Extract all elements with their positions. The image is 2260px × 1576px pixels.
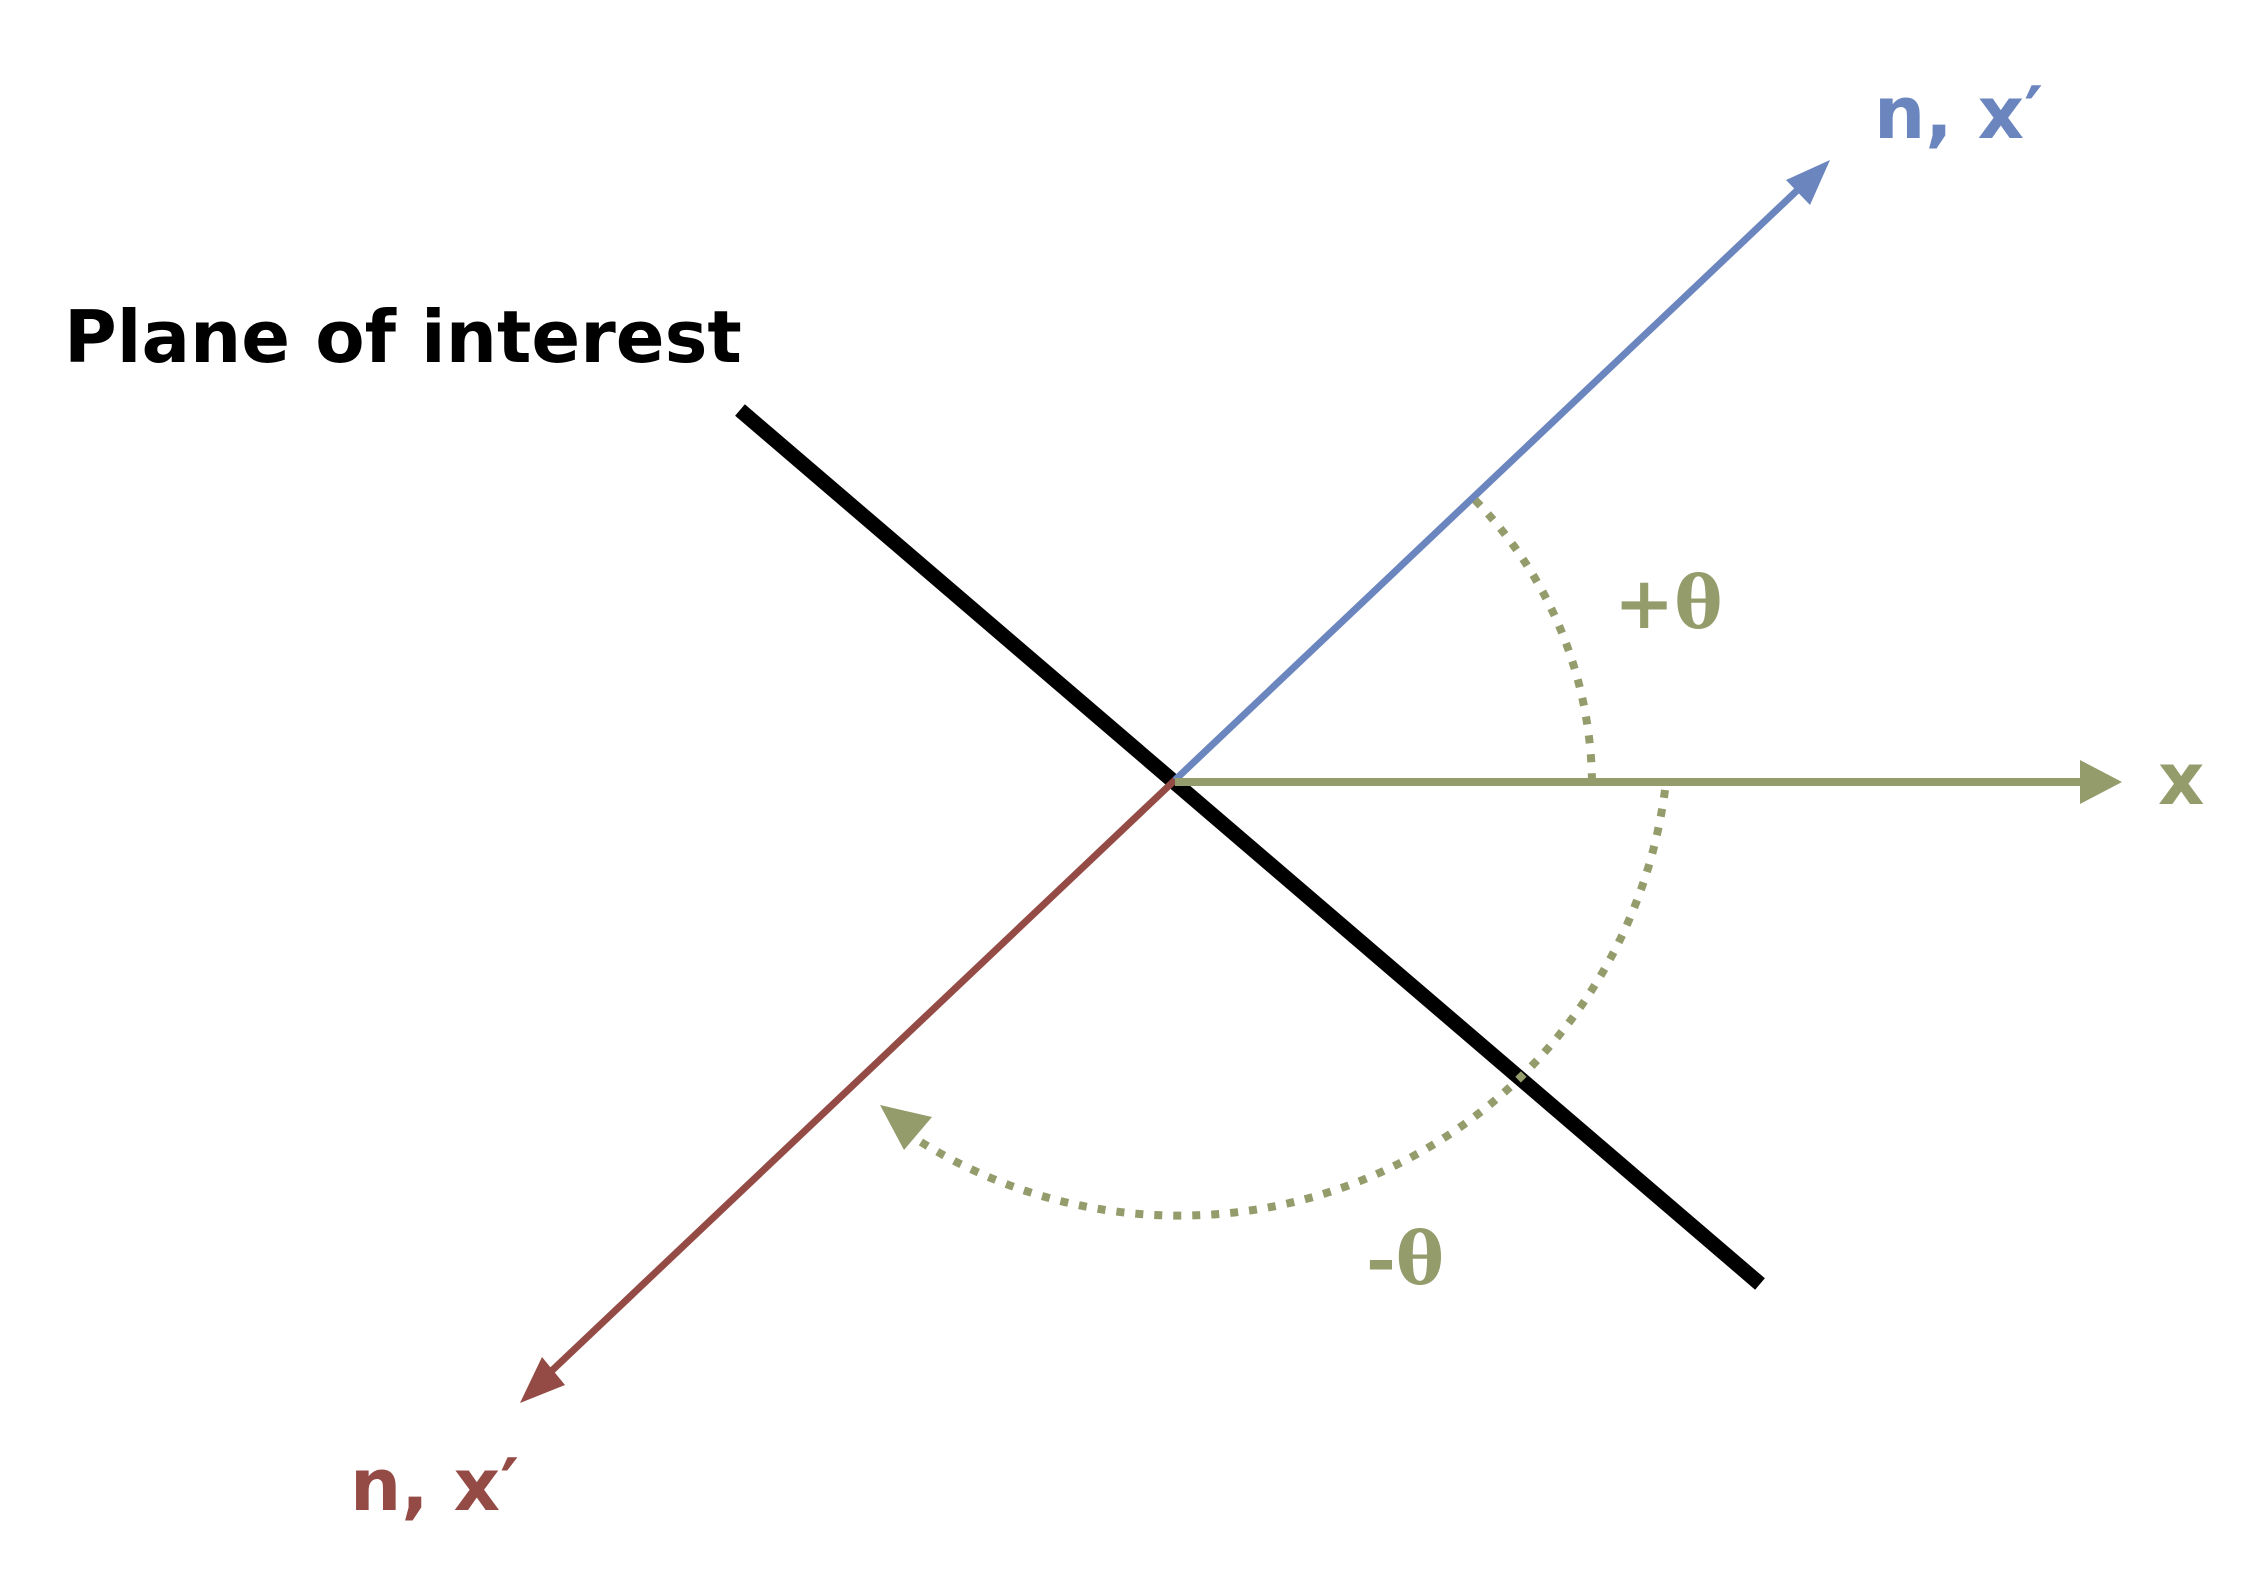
x-axis-label: x xyxy=(2158,737,2204,821)
plane-line xyxy=(735,404,1765,1290)
normal-positive-arrowhead xyxy=(1786,160,1830,205)
x-axis-arrowhead xyxy=(2080,760,2122,804)
negative-angle-arrowhead xyxy=(880,1105,932,1150)
negative-angle-arc xyxy=(907,789,1669,1220)
positive-angle-arc xyxy=(1472,497,1596,783)
normal-positive-label: n, x′ xyxy=(1874,71,2043,155)
negative-angle-label: -θ xyxy=(1366,1216,1444,1301)
normal-negative-label: n, x′ xyxy=(350,1443,519,1527)
positive-angle-label: +θ xyxy=(1614,560,1722,645)
normal-positive-axis xyxy=(1172,179,1809,783)
plane-label: Plane of interest xyxy=(64,295,742,379)
normal-negative-arrowhead xyxy=(520,1357,565,1403)
normal-negative-axis xyxy=(539,777,1178,1383)
